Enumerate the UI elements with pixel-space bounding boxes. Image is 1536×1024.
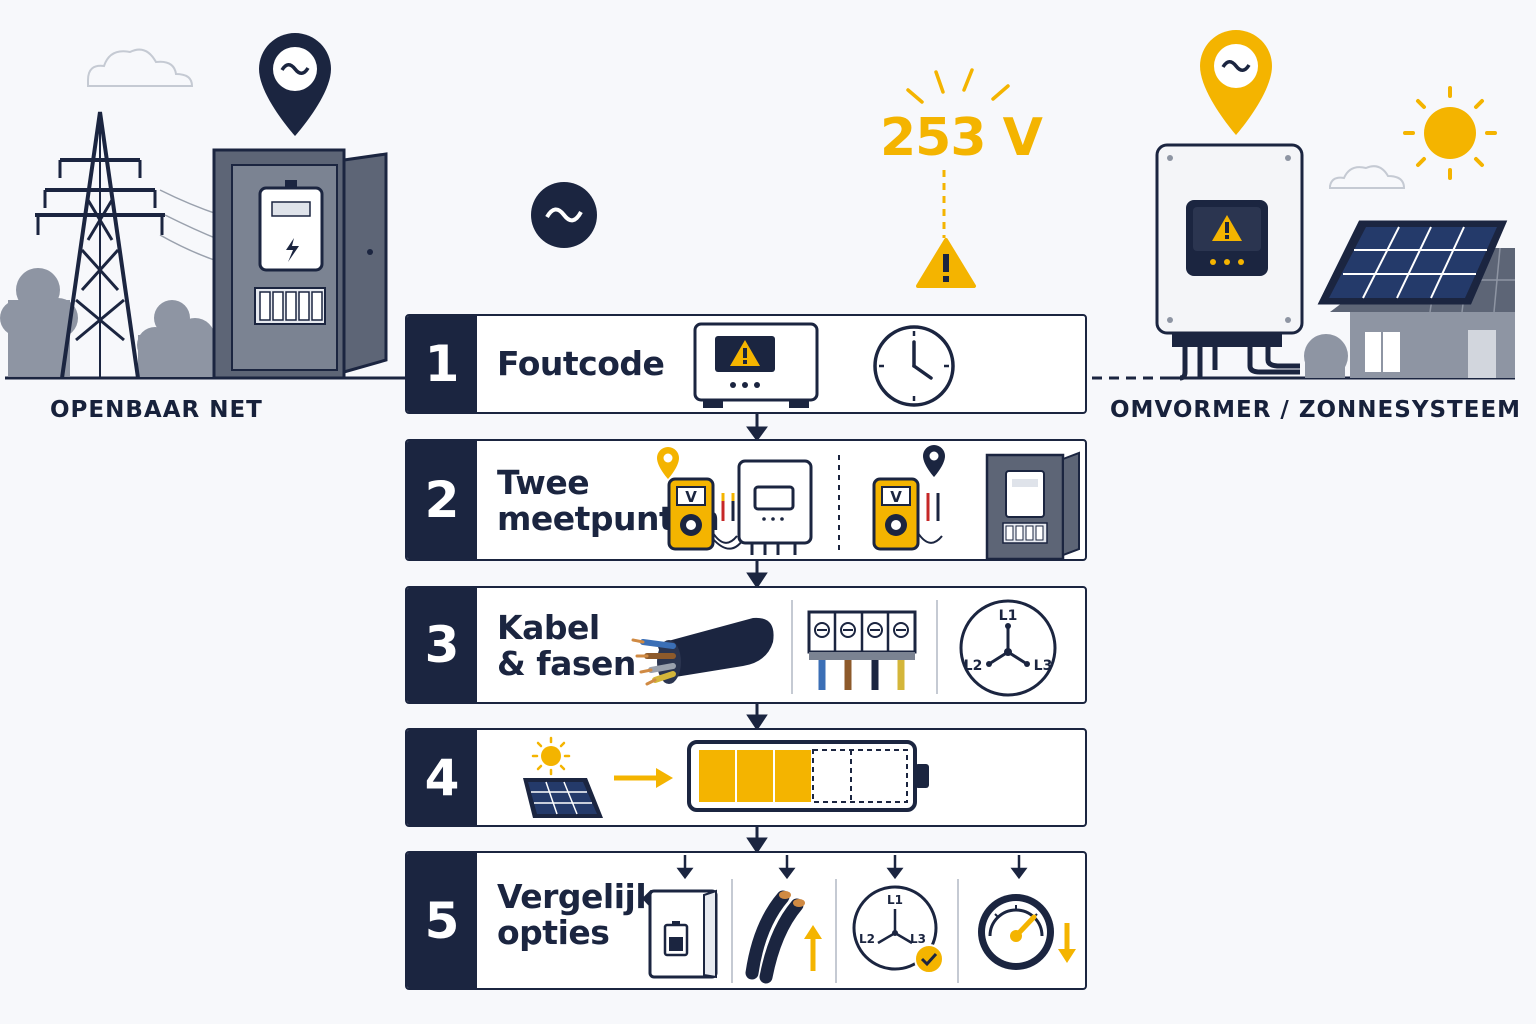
location-pin-icon [1200,30,1272,135]
meter-letter: V [890,488,902,506]
three-phase-icon: L1 L2 L3 [852,885,944,974]
step-title: Foutcode [497,344,665,383]
battery-cell [737,750,773,802]
phase-l1: L1 [887,893,903,907]
step-number: 5 [407,853,477,988]
clock-icon [873,325,955,407]
step-number: 2 [407,441,477,559]
solar-system-label: OMVORMER / ZONNESYSTEEM [1110,397,1522,423]
step-1-card: 1 Foutcode [405,314,1087,414]
meter-cabinet-icon [985,451,1080,559]
warning-icon [916,238,976,288]
terminal-block-icon [807,610,917,690]
house-solar-icon [1304,220,1515,378]
voltage-burst-icon [906,68,1010,104]
error-display-icon [693,322,819,408]
step-3-card: 3 Kabel & fasen [405,586,1087,704]
voltage-reading: 253 V [880,108,1043,168]
grid-label: OPENBAAR NET [50,397,263,423]
meter-letter: V [685,488,697,506]
battery-cell [775,750,811,802]
gauge-icon [978,894,1076,970]
sun-icon [1403,86,1497,180]
trees-icon [0,268,218,377]
phase-l2: L2 [964,658,983,674]
cloud-icon [87,48,194,87]
multimeter-icon: V [872,477,943,551]
storage-cabinet-icon [648,889,718,979]
check-icon [920,952,938,967]
step-4-card: 4 [405,728,1087,827]
phase-l3: L3 [1034,658,1053,674]
ac-symbol-icon [531,182,597,248]
solar-panel-icon [523,778,603,818]
cable-icon [631,617,774,686]
power-pylon-icon [35,111,165,379]
battery-icon [687,740,929,812]
step-title: Kabel & fasen [497,608,636,683]
location-pin-icon [259,33,331,136]
inverter-icon [1155,143,1304,381]
step-number: 3 [407,588,477,702]
phase-l1: L1 [999,608,1018,624]
meter-cabinet-icon [212,148,388,380]
phase-l3: L3 [910,932,926,946]
step-title: Vergelijk opties [497,877,657,952]
step-number: 4 [407,730,477,825]
location-pin-icon [923,445,945,477]
step-number: 1 [407,316,477,412]
three-phase-icon: L1 L2 L3 [959,599,1057,697]
phase-l2: L2 [859,932,875,946]
sun-icon [531,736,571,776]
location-pin-icon [657,447,679,479]
step-2-card: 2 Twee meetpunten V [405,439,1087,561]
battery-cell [699,750,735,802]
multimeter-icon: V [667,477,748,551]
arrow-right-icon [614,768,673,788]
thick-cable-icon [745,890,822,984]
step-5-card: 5 Vergelijk opties [405,851,1087,990]
cloud-icon [1329,165,1406,189]
inverter-icon [737,459,813,555]
